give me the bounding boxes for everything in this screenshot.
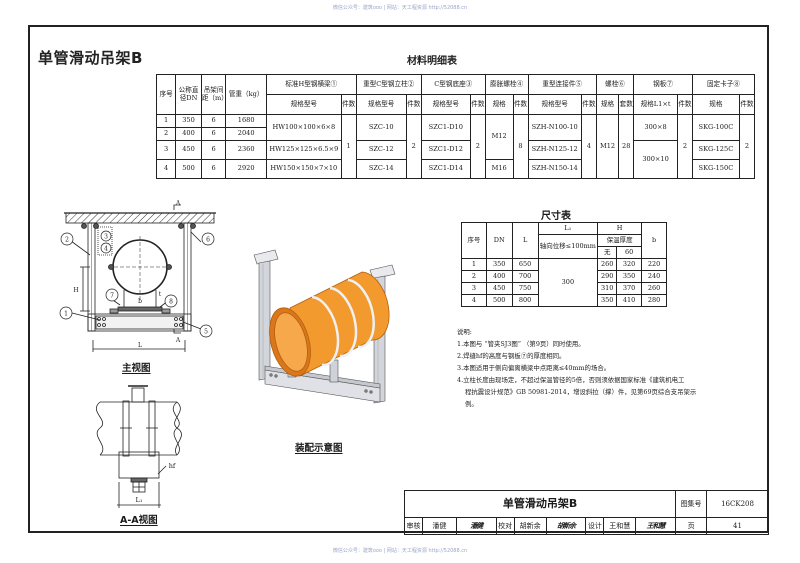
cell-beam: HW150×150×7×10 bbox=[265, 159, 342, 179]
table-row: 4 500 6 2920 HW150×150×7×10 SZC-14 SZC1-… bbox=[155, 159, 755, 179]
cell-bolt-sets: 28 bbox=[618, 114, 635, 179]
svg-text:A: A bbox=[175, 337, 181, 344]
cell-anchor: M16 bbox=[484, 159, 514, 179]
note-item: 1.本图与 “管夹SJ3图” （第9页）同时使用。 bbox=[457, 340, 585, 348]
header-l1-sub: 轴向位移≤100mm bbox=[537, 234, 599, 259]
svg-text:5: 5 bbox=[204, 329, 208, 336]
header-dn: 公称直径DN bbox=[175, 74, 202, 115]
svg-text:3: 3 bbox=[104, 234, 108, 241]
note-item: 3.本图适用于侧向偏离横梁中点距离≤40mm的场合。 bbox=[457, 364, 611, 372]
svg-text:7: 7 bbox=[110, 293, 114, 300]
header-span: 吊架间距（m） bbox=[200, 74, 228, 115]
designer-signature: 王和慧 bbox=[635, 517, 677, 535]
note-item: 4.立柱长度由现场定，不超过保温管径的5倍，否则须依据国家标准《建筑机电工 bbox=[457, 376, 685, 384]
cell-h0: 350 bbox=[597, 294, 618, 307]
cell-dn: 500 bbox=[485, 294, 513, 307]
cell-clamp: SKG-100C bbox=[691, 114, 740, 141]
cell-dn: 500 bbox=[175, 159, 202, 179]
cell-b: 280 bbox=[641, 294, 667, 307]
subheader: 规格型号 bbox=[527, 94, 582, 115]
cell-seq: 4 bbox=[155, 159, 177, 179]
title-block: 单管滑动吊架B 图集号 16CK208 审核 潘健 潘健 校对 胡新余 胡新余 … bbox=[403, 490, 769, 535]
checker-name: 胡新余 bbox=[513, 517, 547, 535]
title-block-title: 单管滑动吊架B bbox=[403, 490, 677, 518]
svg-text:L₁: L₁ bbox=[136, 496, 143, 504]
reviewer-signature: 潘健 bbox=[455, 517, 497, 535]
reviewer-name: 潘健 bbox=[421, 517, 457, 535]
cell-base-qty: 2 bbox=[469, 114, 486, 179]
design-label: 设计 bbox=[585, 517, 605, 535]
cell-base: SZC1-D14 bbox=[420, 159, 471, 179]
svg-text:H: H bbox=[73, 287, 78, 294]
header-seq: 序号 bbox=[461, 222, 487, 259]
cell-anchor: M12 bbox=[484, 114, 514, 160]
note-item: 例。 bbox=[465, 400, 478, 408]
table-row: 1 350 650 300 260 320 220 bbox=[461, 258, 667, 307]
subheader: 件数 bbox=[469, 94, 486, 115]
page-label: 页 bbox=[675, 517, 708, 535]
svg-text:t: t bbox=[159, 291, 162, 298]
section-view-label: A-A视图 bbox=[120, 515, 158, 526]
cell-h0: 290 bbox=[597, 270, 618, 283]
svg-text:hf: hf bbox=[169, 462, 176, 470]
cell-beam: HW100×100×6×8 bbox=[265, 114, 342, 141]
svg-text:4: 4 bbox=[104, 246, 108, 253]
cell-base: SZC1-D10 bbox=[420, 114, 471, 141]
cell-l: 800 bbox=[511, 294, 539, 307]
notes: 说明: 1.本图与 “管夹SJ3图” （第9页）同时使用。 2.焊缝hf的高度与… bbox=[457, 326, 767, 410]
page-title: 单管滑动吊架B bbox=[38, 49, 143, 67]
note-item: 2.焊缝hf的高度与钢板⑦的厚度相同。 bbox=[457, 352, 566, 360]
table-row: 2 400 6 2040 bbox=[155, 127, 755, 141]
cell-connector: SZH-N150-14 bbox=[527, 159, 582, 179]
checker-signature: 胡新余 bbox=[545, 517, 587, 535]
materials-table: 序号 公称直径DN 吊架间距（m） 管重（kg） 标准H型钢横梁① 重型C型钢立… bbox=[155, 74, 756, 179]
materials-table-caption: 材料明细表 bbox=[407, 56, 457, 67]
atlas-number: 16CK208 bbox=[706, 490, 769, 518]
subheader: 件数 bbox=[738, 94, 756, 115]
watermark-top: 微信公众号：建筑ooo | 网站：天工程资源 http://52088.cn bbox=[332, 5, 468, 11]
table-row: 4 500 800 350 410 280 bbox=[461, 294, 667, 307]
header-pipe-weight: 管重（kg） bbox=[225, 74, 267, 115]
header-b: b bbox=[641, 222, 667, 259]
drawing-frame bbox=[28, 25, 769, 533]
watermark-bottom: 微信公众号：建筑ooo | 网站：天工程资源 http://52088.cn bbox=[332, 548, 468, 554]
dimension-table-caption: 尺寸表 bbox=[541, 211, 571, 222]
front-view-label: 主视图 bbox=[122, 363, 151, 374]
assembly-view-label: 装配示意图 bbox=[295, 443, 343, 454]
cell-bolt-spec: M12 bbox=[595, 114, 620, 179]
cell-h0: 310 bbox=[597, 282, 618, 295]
page-number: 41 bbox=[706, 517, 769, 535]
review-label: 审核 bbox=[404, 517, 423, 535]
cell-plate: 300×8 bbox=[633, 114, 678, 141]
header-dn: DN bbox=[485, 222, 513, 259]
notes-title: 说明: bbox=[457, 328, 472, 336]
table-row: 1 350 6 1680 HW100×100×6×8 1 SZC-10 2 SZ… bbox=[155, 114, 756, 179]
check-label: 校对 bbox=[495, 517, 515, 535]
dimension-table: 序号 DN L L₁ H b 轴向位移≤100mm 保温厚度 无 60 1 35… bbox=[461, 222, 667, 307]
svg-text:8: 8 bbox=[169, 299, 173, 306]
svg-text:A: A bbox=[175, 200, 181, 207]
cell-clamp: SKG-150C bbox=[691, 159, 740, 179]
svg-text:b: b bbox=[138, 298, 142, 305]
cell-column: SZC-14 bbox=[355, 159, 407, 179]
table-row: 2 400 700 290 350 240 bbox=[461, 270, 667, 283]
designer-name: 王和慧 bbox=[603, 517, 637, 535]
atlas-label: 图集号 bbox=[675, 490, 708, 518]
svg-text:L: L bbox=[138, 342, 142, 349]
header-h-none: 无 bbox=[597, 246, 618, 259]
cell-column: SZC-10 bbox=[355, 114, 407, 141]
svg-text:1: 1 bbox=[64, 311, 68, 318]
cell-plate: 300×10 bbox=[633, 140, 678, 179]
svg-text:2: 2 bbox=[65, 237, 69, 244]
cell-clamp-qty: 2 bbox=[738, 114, 756, 179]
svg-text:6: 6 bbox=[206, 237, 210, 244]
note-item: 程抗震设计规范》GB 50981-2014，增设斜拉（撑）件，见第69页综合支吊… bbox=[465, 388, 697, 396]
cell-b: 240 bbox=[641, 270, 667, 283]
